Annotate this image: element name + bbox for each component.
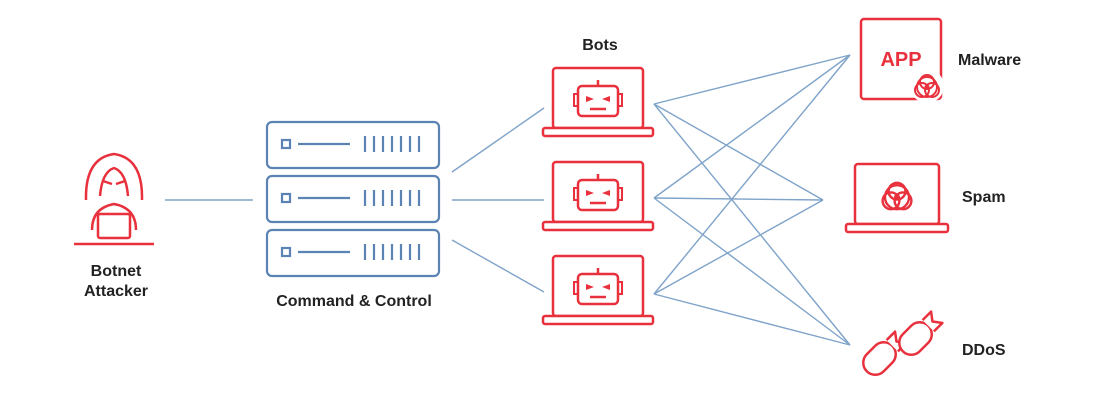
app-biohazard-icon: [859, 17, 944, 103]
attacker-label-line2: Attacker: [83, 283, 149, 300]
malware-label: Malware: [958, 52, 1022, 69]
hooded-hacker-icon: [74, 152, 154, 246]
robot-laptop-icon: [541, 66, 655, 326]
bomb-icon: [862, 310, 944, 376]
bots-label: Bots: [582, 37, 618, 54]
app-badge: APP: [880, 49, 921, 71]
server-icon: [265, 120, 441, 278]
connector-lines: [165, 54, 851, 346]
attacker-label-line1: Botnet: [90, 263, 142, 280]
attacker-label: Botnet Attacker: [64, 262, 168, 302]
ddos-label: DDoS: [962, 342, 1006, 359]
spam-label: Spam: [962, 189, 1006, 206]
biohazard-laptop-icon: [844, 162, 950, 234]
cnc-label: Command & Control: [276, 293, 432, 310]
